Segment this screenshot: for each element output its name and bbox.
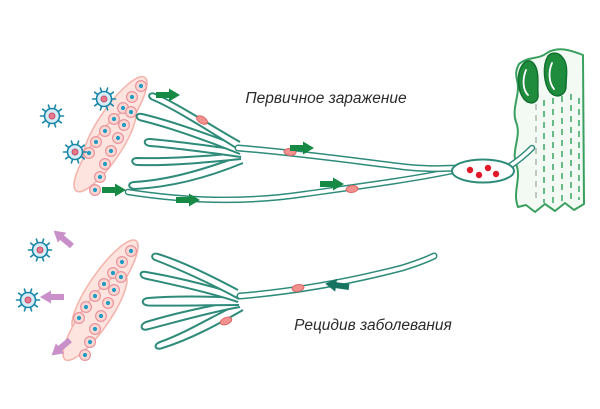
ganglion-swelling <box>451 158 515 184</box>
arrow-right-icon <box>102 183 126 197</box>
nerve-ending-branches-bottom <box>139 252 244 350</box>
skin-tissue-bottom <box>62 239 139 362</box>
neuron-cell-body <box>513 48 585 213</box>
primary-infection-label: Первичное заражение <box>245 90 407 107</box>
axon-top <box>234 144 536 173</box>
virus-icon <box>15 288 41 312</box>
arrow-up-left-icon <box>49 225 77 251</box>
striation-lines <box>535 94 580 205</box>
virus-icon <box>39 104 65 128</box>
axon-bottom <box>236 252 438 300</box>
skin-tissue-top <box>73 75 148 196</box>
recurrence-label: Рецидив заболевания <box>294 317 452 334</box>
sensory-nerve-bottom <box>139 252 438 350</box>
virus-icon <box>27 238 53 262</box>
nerve-ending-branches-top <box>128 92 244 191</box>
recurrence-scene: Рецидив заболевания <box>15 225 452 362</box>
red-virus-particles <box>466 164 500 179</box>
primary-infection-scene: Первичное заражение <box>39 75 536 207</box>
arrow-left-icon <box>40 290 64 304</box>
cell-nucleus-blobs <box>517 52 568 104</box>
